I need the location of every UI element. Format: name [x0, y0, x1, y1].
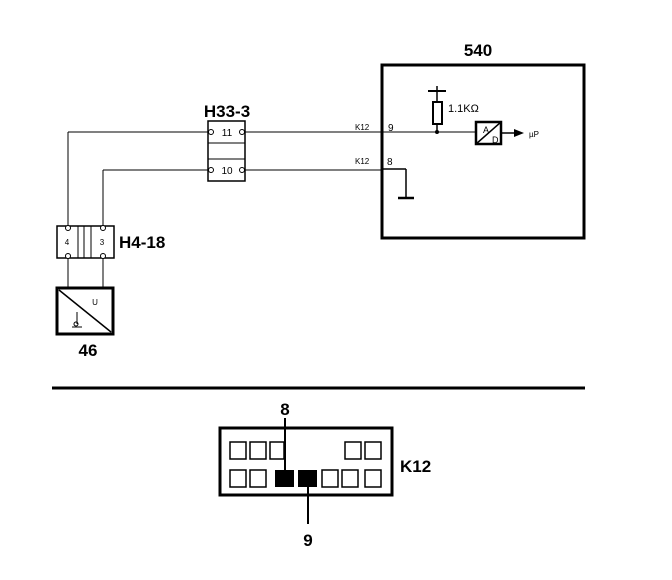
ecu-pin-8: 8	[387, 157, 393, 168]
connector-h4-18: 4 3 H4-18	[56, 225, 165, 259]
k12-pin-8	[275, 470, 294, 487]
resistor-value: 1.1KΩ	[448, 103, 479, 115]
h33-pin-10: 10	[221, 166, 233, 177]
sensor-symbol-text: U	[92, 298, 98, 307]
connector-h33-label: H33-3	[204, 102, 250, 121]
ecu-pin-9: 9	[388, 123, 394, 134]
ecu-540: 540 1.1KΩ A D µP K12 9 K12 8	[355, 41, 586, 240]
sensor-label: 46	[79, 341, 98, 360]
pullup-resistor	[432, 101, 443, 125]
temperature-symbol-icon	[72, 312, 82, 328]
connector-k12-face: 8 9 K12	[218, 400, 431, 550]
sensor-46: U 46	[55, 286, 115, 360]
microprocessor-label: µP	[529, 130, 539, 139]
connector-k12-label: K12	[400, 457, 431, 476]
h4-pin-4: 4	[65, 238, 70, 247]
h33-pin-11: 11	[222, 128, 233, 139]
k12-pin-9	[298, 470, 317, 487]
callout-pin-9: 9	[303, 531, 312, 550]
h4-pin-3: 3	[100, 238, 105, 247]
connector-h4-label: H4-18	[119, 233, 165, 252]
output-arrow-icon	[514, 129, 524, 137]
svg-text:D: D	[492, 135, 499, 145]
callout-pin-8: 8	[280, 400, 289, 419]
svg-text:K12: K12	[355, 157, 370, 166]
svg-text:A: A	[483, 125, 489, 135]
ecu-label: 540	[464, 41, 492, 60]
connector-h33-3: H33-3 11 10	[204, 102, 250, 182]
svg-text:K12: K12	[355, 123, 370, 132]
wires	[67, 131, 437, 288]
